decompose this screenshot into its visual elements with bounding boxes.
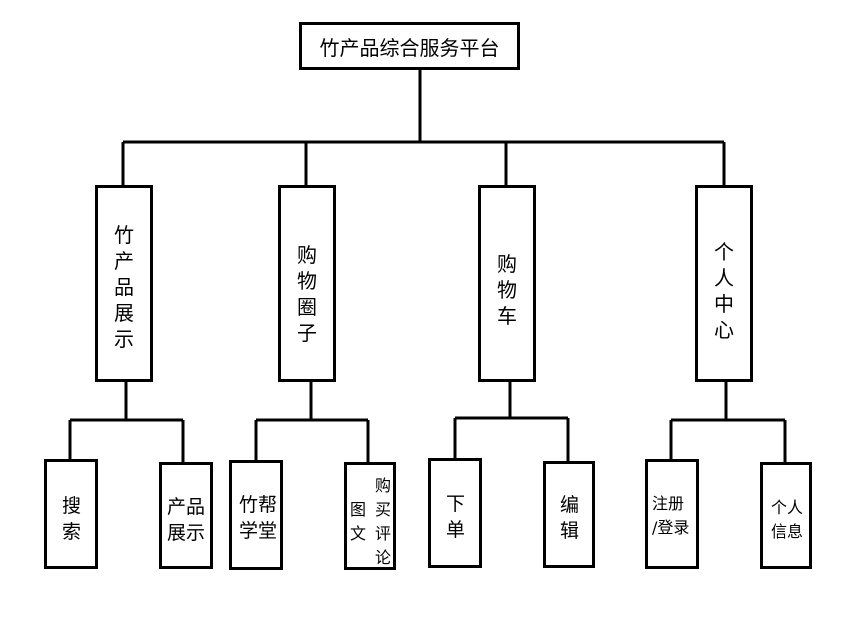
category-node-shopping-circle: 购 物 圈 子 — [278, 185, 336, 382]
category-node-personal-center: 个 人 中 心 — [695, 185, 753, 382]
leaf-node-edit: 编 辑 — [543, 461, 595, 568]
category-node-product-display: 竹 产 品 展 示 — [95, 185, 153, 382]
category-label: 竹 产 品 展 示 — [114, 223, 134, 351]
leaf-node-product-display: 产品 展示 — [159, 462, 213, 569]
leaf-node-register-login: 注册 /登录 — [645, 459, 699, 569]
leaf-label: 编 辑 — [560, 494, 580, 542]
leaf-label: 搜 索 — [62, 495, 82, 543]
leaf-label: 注册 /登录 — [652, 494, 690, 537]
leaf-label: 下 单 — [446, 493, 466, 541]
root-node: 竹产品综合服务平台 — [299, 22, 520, 70]
leaf-node-search: 搜 索 — [44, 459, 98, 569]
leaf-node-personal-info: 个人 信息 — [760, 462, 812, 569]
leaf-label-col1: 图 文 — [350, 500, 367, 543]
category-label: 个 人 中 心 — [714, 240, 734, 342]
leaf-node-bamboo-school: 竹帮 学堂 — [229, 460, 283, 570]
leaf-node-place-order: 下 单 — [428, 458, 482, 568]
leaf-label: 个人 信息 — [771, 498, 804, 541]
leaf-label: 竹帮 学堂 — [239, 494, 278, 542]
root-node-label: 竹产品综合服务平台 — [319, 35, 500, 60]
leaf-label-col2: 购 买 评 论 — [375, 476, 392, 567]
category-label: 购 物 圈 子 — [297, 243, 317, 345]
leaf-node-post-review: 图 文 购 买 评 论 — [344, 462, 396, 570]
category-label: 购 物 车 — [497, 252, 517, 328]
leaf-label: 产品 展示 — [167, 496, 206, 544]
category-node-shopping-cart: 购 物 车 — [478, 185, 536, 382]
